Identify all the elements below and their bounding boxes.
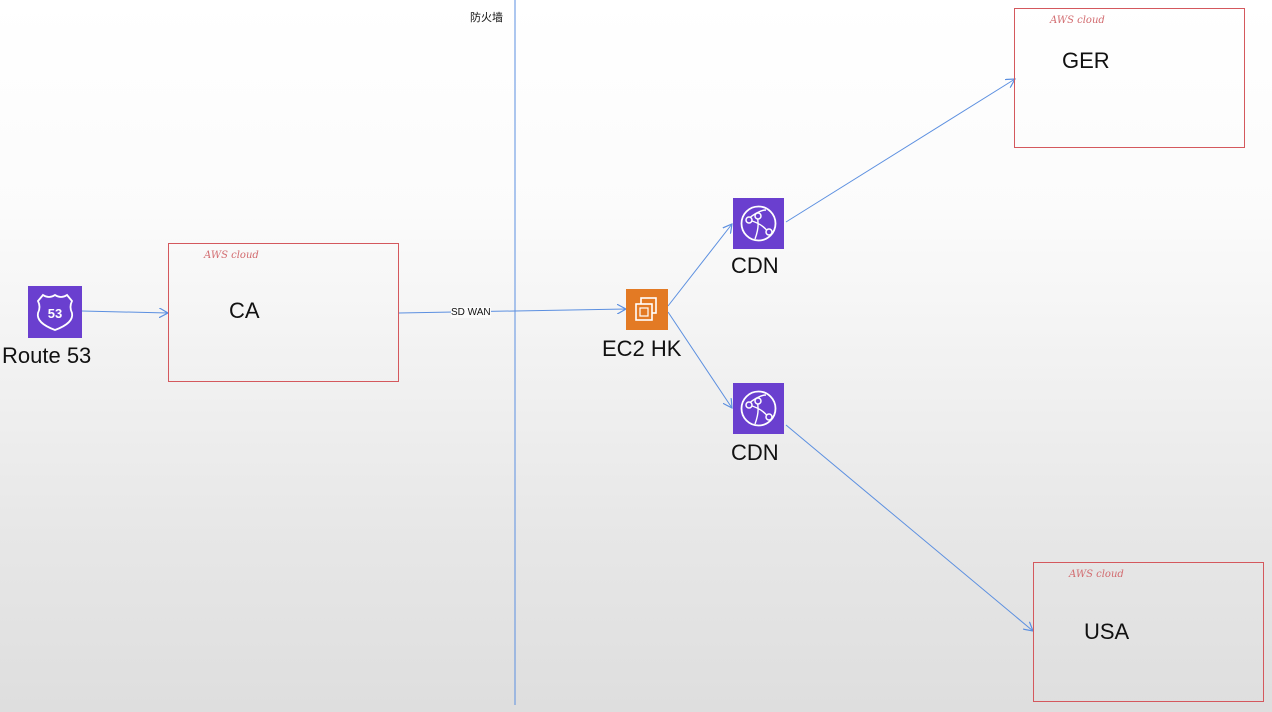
ec2-label: EC2 HK [602, 336, 682, 361]
region-name-ca: CA [229, 298, 260, 323]
cdn-label-bottom: CDN [731, 440, 779, 465]
cdn-label-top: CDN [731, 253, 779, 278]
arrow-ec2-to-cdn-top [667, 224, 732, 307]
route53-label: Route 53 [2, 343, 92, 368]
cdn-globe-icon-top [733, 198, 784, 249]
sd-wan-label: SD WAN [451, 307, 491, 318]
arrow-ec2-to-cdn-bottom [667, 311, 732, 408]
route53-badge: 53 [48, 306, 62, 321]
region-name-usa: USA [1084, 619, 1130, 644]
ec2-icon [626, 289, 668, 330]
aws-cloud-box-ca [168, 243, 399, 382]
arrow-cdn-top-to-ger [785, 79, 1015, 223]
aws-cloud-label-ca: AWS cloud [204, 250, 259, 261]
aws-cloud-label-ger: AWS cloud [1050, 15, 1105, 26]
region-name-ger: GER [1062, 48, 1110, 73]
route53-icon: 53 [28, 286, 82, 338]
arrow-route53-to-ca [81, 311, 168, 313]
aws-cloud-box-ger [1014, 8, 1245, 148]
arrow-ca-to-ec2 [398, 309, 626, 313]
cdn-globe-icon-bottom [733, 383, 784, 434]
aws-cloud-box-usa [1033, 562, 1264, 702]
arrow-cdn-bottom-to-usa [785, 424, 1033, 631]
firewall-label: 防火墙 [470, 12, 503, 24]
aws-cloud-label-usa: AWS cloud [1069, 569, 1124, 580]
